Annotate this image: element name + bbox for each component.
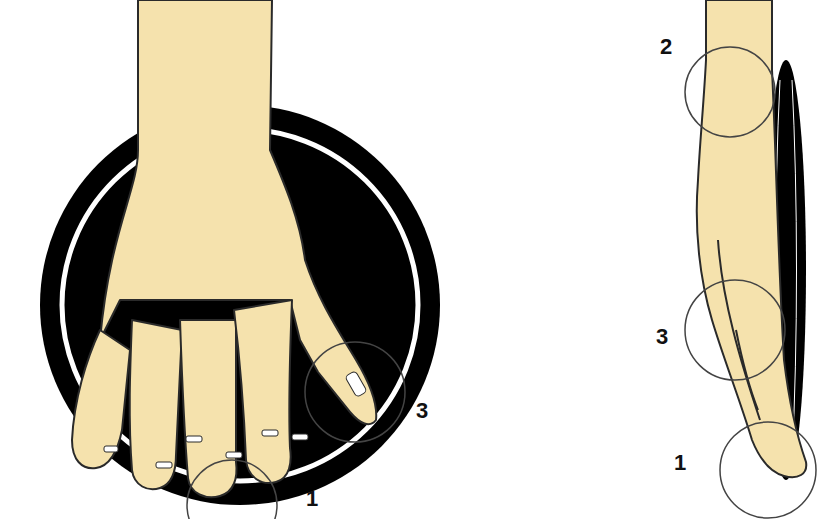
callout-number: 3 [656,326,668,348]
finger-lines [718,240,760,420]
hand-side-view [697,0,806,477]
hand-top-view [72,0,376,497]
highlight-circles [685,47,816,518]
callout-number: 2 [660,36,672,58]
callout-number: 1 [674,452,686,474]
rim-marks [104,371,367,468]
highlight-circles [187,342,405,519]
callout-number: 1 [306,488,318,510]
callout-number: 3 [416,400,428,422]
